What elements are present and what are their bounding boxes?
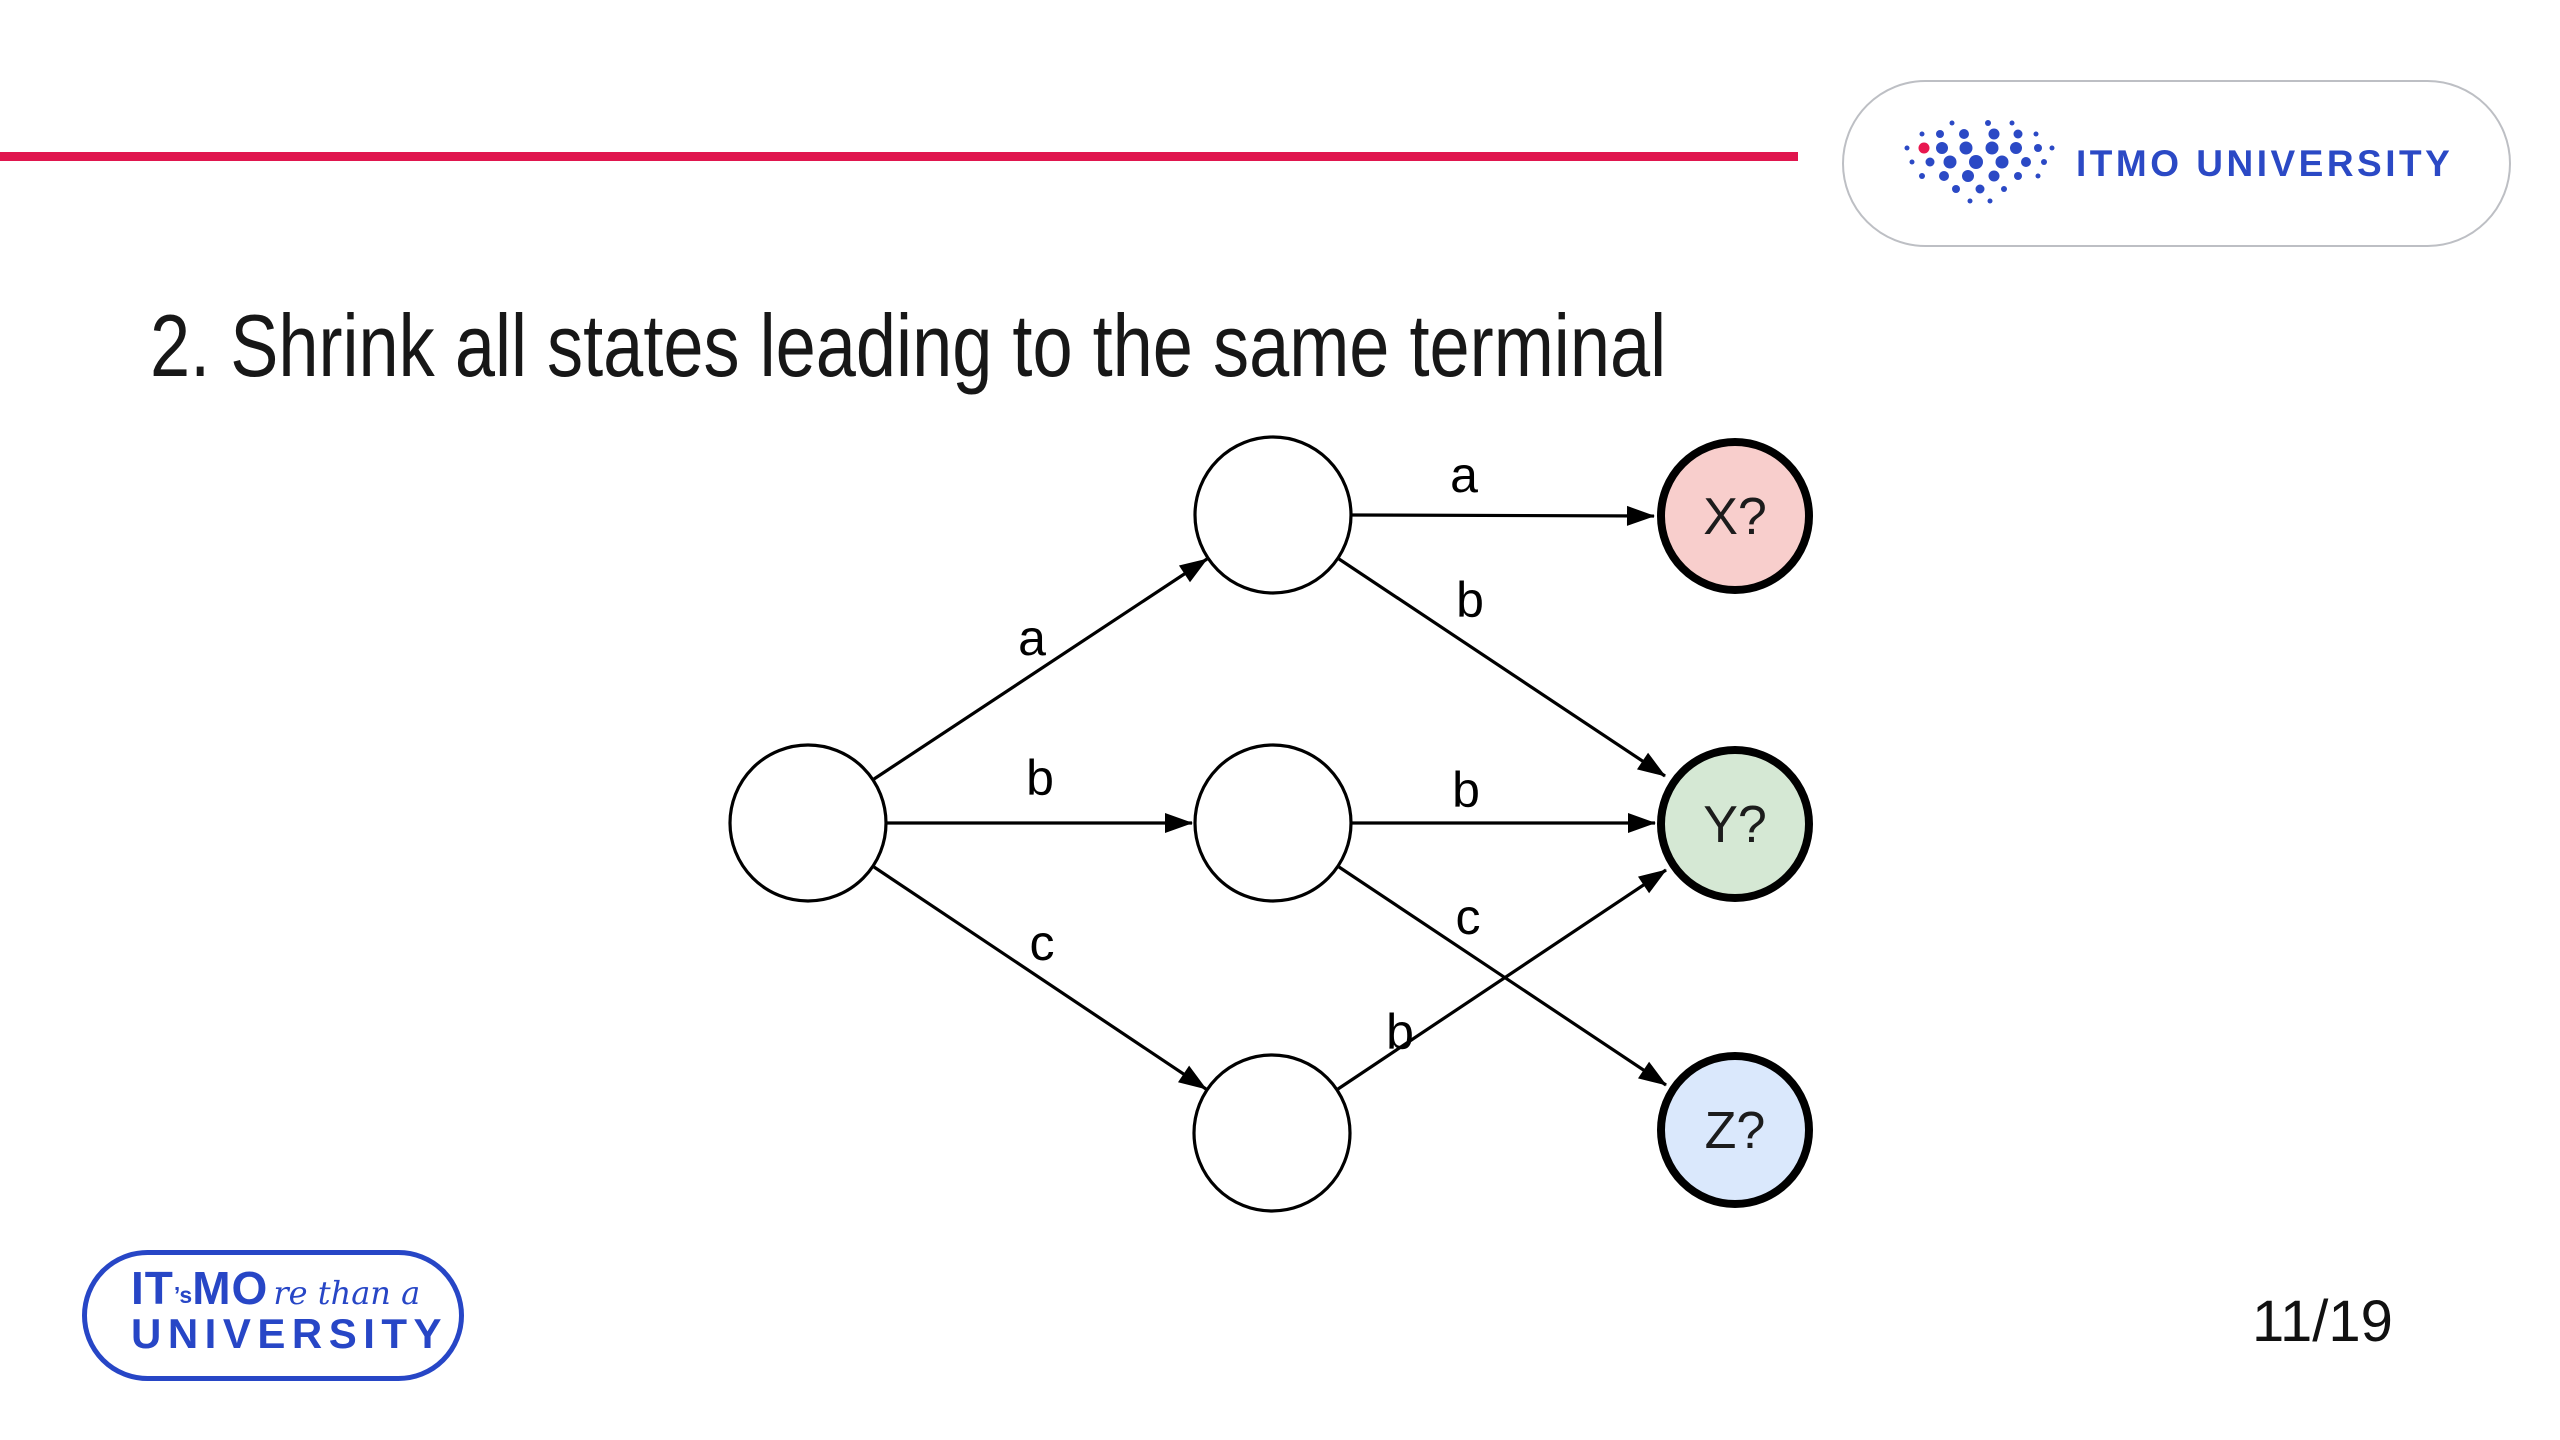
edge-label: b xyxy=(1386,1004,1414,1060)
footer-logo-line2: UNIVERSITY xyxy=(131,1310,449,1357)
edge-qbottom-y xyxy=(1337,868,1667,1091)
edge-label: c xyxy=(1456,889,1481,945)
footer-logo-script: re than a xyxy=(273,1274,421,1312)
terminal-node-y xyxy=(1657,746,1813,902)
slide-title: 2. Shrink all states leading to the same… xyxy=(150,296,1667,395)
edge-start-qbottom xyxy=(873,865,1207,1091)
terminal-node-z xyxy=(1657,1052,1813,1208)
footer-logo-it: IT xyxy=(131,1262,174,1314)
edge-qtop-x xyxy=(1351,505,1655,526)
edge-label: b xyxy=(1026,750,1054,806)
header-accent-line xyxy=(0,152,1798,161)
header-logo-pill: ITMO UNIVERSITY xyxy=(1842,80,2511,247)
state-node-start xyxy=(728,743,888,903)
edge-label: b xyxy=(1452,762,1480,818)
itmo-red-dot xyxy=(1918,142,1930,154)
terminal-label-z: Z? xyxy=(1705,1102,1766,1160)
edge-start-qtop xyxy=(873,557,1208,781)
terminal-node-x xyxy=(1657,438,1813,594)
edge-label: c xyxy=(1030,915,1055,971)
footer-logo-mo: MO xyxy=(192,1262,269,1314)
page-number: 11/19 xyxy=(2252,1289,2393,1354)
edge-qmid-z xyxy=(1338,865,1667,1087)
terminal-label-x: X? xyxy=(1703,488,1767,546)
edge-qtop-y xyxy=(1338,557,1666,778)
edge-label: b xyxy=(1456,572,1484,628)
state-node-qtop xyxy=(1193,435,1353,595)
terminal-label-y: Y? xyxy=(1703,796,1767,854)
state-node-qmid xyxy=(1193,743,1353,903)
edge-label: a xyxy=(1018,610,1046,666)
footer-logo-apos-s: ’s xyxy=(173,1282,193,1308)
header-brand-text: ITMO UNIVERSITY xyxy=(2076,143,2454,184)
itmo-dots-icon xyxy=(1904,120,2055,204)
edge-label: a xyxy=(1450,447,1478,503)
state-node-qbottom xyxy=(1192,1053,1352,1213)
